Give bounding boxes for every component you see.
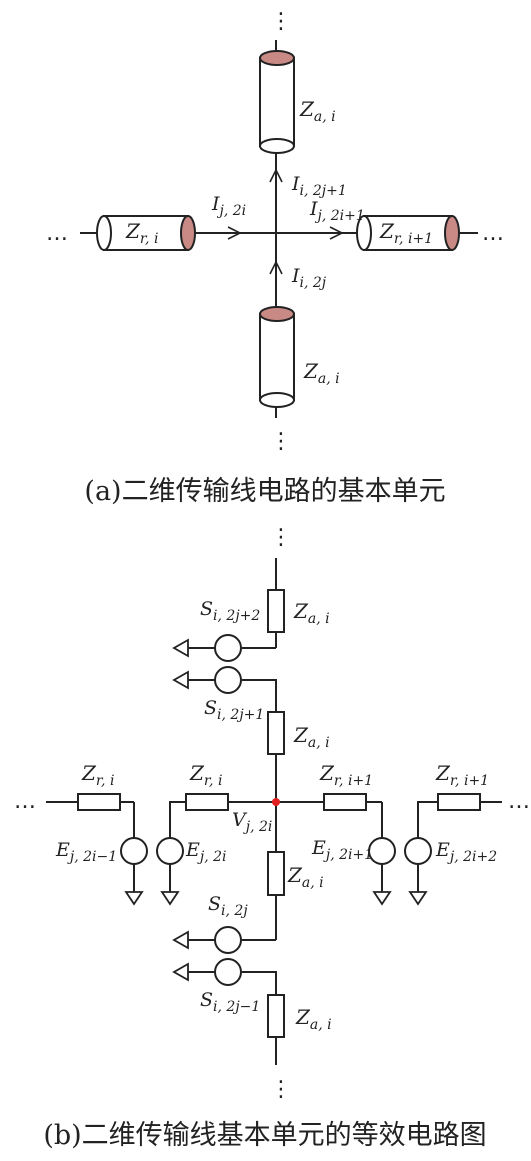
caption-b: (b)二维传输线基本单元的等效电路图: [43, 1120, 486, 1151]
wire-b: [242, 971, 277, 995]
label-i-bottom: Ii, 2j: [291, 265, 327, 291]
label-s-2j: Si, 2j: [208, 893, 248, 919]
resistor-za-4: [267, 994, 285, 1038]
ellipsis-left-a: …: [46, 221, 68, 246]
label-e-2i2: Ej, 2i+2: [435, 839, 497, 865]
ground-icon: [124, 891, 144, 906]
source-s-2j2: [172, 634, 242, 662]
cylinder-za-bottom: [259, 306, 295, 408]
ground-arrow-icon: [172, 670, 189, 690]
source-s-2j: [172, 926, 242, 954]
resistor-za-2: [267, 711, 285, 755]
ground-icon: [408, 891, 428, 906]
label-i-up: Ii, 2j+1: [291, 173, 347, 199]
vdots-bottom-b: ⋮: [270, 1077, 292, 1102]
cylinder-cap: [259, 306, 295, 322]
vdots-top-b: ⋮: [270, 525, 292, 550]
cylinder-zr-left: [96, 215, 196, 251]
label-zr-3: Zr, i+1: [319, 761, 373, 789]
arrow-right-icon: [329, 226, 344, 240]
label-zr-left: Zr, i: [125, 219, 158, 247]
panel-b: ⋮: [14, 525, 530, 1151]
ground-arrow-icon: [172, 638, 189, 658]
label-s-2j1: Si, 2j+1: [204, 697, 264, 723]
ground-icon: [160, 891, 180, 906]
arrow-up-icon: [269, 260, 283, 275]
ground-icon: [372, 891, 392, 906]
label-e-2i1: Ej, 2i+1: [311, 837, 373, 863]
label-za-2: Za, i: [293, 723, 330, 751]
resistor-zr-4: [437, 793, 481, 811]
resistor-za-1: [267, 589, 285, 633]
cylinder-zr-right: [356, 215, 460, 251]
label-e-2im1: Ej, 2i−1: [55, 839, 117, 865]
resistor-zr-2: [185, 793, 229, 811]
label-za-top: Za, i: [299, 97, 336, 125]
label-za-1: Za, i: [293, 599, 330, 627]
resistor-zr-3: [323, 793, 367, 811]
node-dot: [272, 798, 280, 806]
resistor-za-3: [267, 851, 285, 896]
label-s-2j2: Si, 2j+2: [200, 598, 260, 624]
label-zr-2: Zr, i: [189, 761, 222, 789]
label-i-right: Ij, 2i+1: [309, 198, 365, 224]
wire-b: [242, 679, 277, 712]
ground-arrow-icon: [172, 962, 189, 982]
source-s-2j1: [172, 666, 242, 694]
source-e-2i2: [404, 801, 438, 906]
ellipsis-right-a: …: [482, 221, 504, 246]
cylinder-cap: [259, 50, 295, 66]
arrow-up-icon: [269, 168, 283, 183]
label-s-2jm1: Si, 2j−1: [200, 989, 260, 1015]
label-i-left: Ij, 2i: [211, 193, 246, 219]
caption-a: (a)二维传输线电路的基本单元: [84, 476, 445, 507]
label-zr-right: Zr, i+1: [379, 219, 433, 247]
vdots-bottom-a: ⋮: [270, 429, 292, 454]
ellipsis-right-b: …: [508, 789, 530, 814]
label-zr-4: Zr, i+1: [435, 761, 489, 789]
source-e-2i: [156, 801, 186, 906]
ground-arrow-icon: [172, 930, 189, 950]
cylinder-cap: [444, 215, 460, 251]
label-za-3: Za, i: [287, 863, 324, 891]
arrow-right-icon: [227, 226, 242, 240]
label-za-4: Za, i: [295, 1005, 332, 1033]
source-s-2jm1: [172, 958, 242, 986]
source-e-2i1: [368, 802, 396, 906]
label-e-2i: Ej, 2i: [185, 839, 227, 865]
vdots-top-a: ⋮: [270, 9, 292, 34]
cylinder-za-top: [259, 50, 295, 154]
source-e-2im1: [120, 802, 148, 906]
label-v-node: Vj, 2i: [232, 809, 272, 835]
cylinder-cap: [180, 215, 196, 251]
resistor-zr-1: [77, 793, 121, 811]
ellipsis-left-b: …: [14, 789, 36, 814]
label-zr-1: Zr, i: [81, 761, 114, 789]
panel-a: ⋮: [46, 9, 504, 507]
label-za-bottom: Za, i: [303, 359, 340, 387]
